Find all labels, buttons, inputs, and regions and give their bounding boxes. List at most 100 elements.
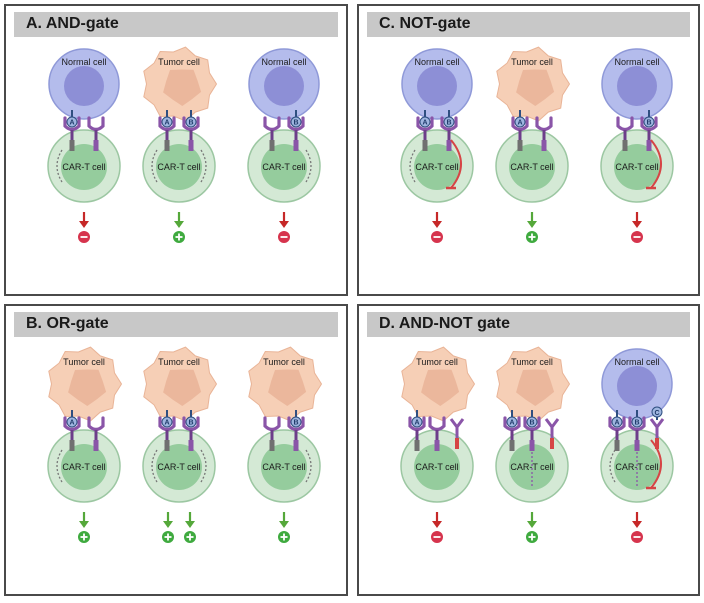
t-cell-label: CAR-T cell xyxy=(262,162,305,172)
t-cell-label: CAR-T cell xyxy=(415,162,458,172)
antigen-a xyxy=(66,416,78,428)
signaling-domain xyxy=(434,440,440,451)
antigen-letter: A xyxy=(614,420,619,427)
signaling-domain xyxy=(614,440,620,451)
tumor-nucleus xyxy=(516,69,555,106)
tumor-nucleus xyxy=(421,369,460,406)
signaling-domain xyxy=(422,140,428,151)
arrow-head xyxy=(432,521,442,528)
signaling-domain xyxy=(414,440,420,451)
car-receptor xyxy=(263,416,281,432)
antigen-b xyxy=(631,416,643,428)
car-receptor xyxy=(511,116,529,132)
arrow-head xyxy=(279,221,289,228)
car-receptor xyxy=(63,116,81,132)
car-receptor xyxy=(287,116,305,132)
panel-header: C. NOT-gate xyxy=(367,12,690,37)
t-cell-nucleus xyxy=(261,444,307,490)
antigen-a xyxy=(411,416,423,428)
inhibitory-domain xyxy=(655,438,659,449)
tumor-nucleus xyxy=(163,69,202,106)
car-receptor xyxy=(535,116,553,132)
panel-title: A. AND-gate xyxy=(26,15,119,32)
car-receptor xyxy=(263,116,281,132)
antigen-letter: A xyxy=(422,120,427,127)
tumor-nucleus xyxy=(163,369,202,406)
t-cell-label: CAR-T cell xyxy=(415,462,458,472)
antigen-letter: C xyxy=(654,410,659,417)
tumor-nucleus xyxy=(516,369,555,406)
inhibition-line xyxy=(650,139,662,189)
normal-nucleus xyxy=(64,66,104,106)
signaling-domain xyxy=(622,140,628,151)
antigen-a xyxy=(66,116,78,128)
target-cell-label: Tumor cell xyxy=(416,357,458,367)
arrow-head xyxy=(632,221,642,228)
car-receptor xyxy=(87,116,105,132)
panel-header: B. OR-gate xyxy=(14,312,338,337)
arrow-head xyxy=(79,521,89,528)
t-cell-nucleus xyxy=(61,444,107,490)
panel-title: D. AND-NOT gate xyxy=(379,315,510,332)
antigen-b xyxy=(290,116,302,128)
signaling-domain xyxy=(293,140,299,151)
signaling-domain xyxy=(293,440,299,451)
antigen-a xyxy=(161,116,173,128)
antigen-letter: B xyxy=(188,420,193,427)
antigen-letter: A xyxy=(164,120,169,127)
tumor-nucleus xyxy=(268,369,307,406)
signal-arrow-left xyxy=(609,449,616,483)
signal-arrow-left xyxy=(151,449,158,483)
inhibitory-receptor-y xyxy=(449,418,465,430)
signaling-domain xyxy=(269,140,275,151)
antigen-a xyxy=(506,416,518,428)
target-cell-label: Tumor cell xyxy=(263,357,305,367)
antigen-letter: A xyxy=(517,120,522,127)
panel-header: A. AND-gate xyxy=(14,12,338,37)
signal-arrow-right xyxy=(200,449,207,483)
car-receptor xyxy=(416,116,434,132)
antigen-letter: A xyxy=(414,420,419,427)
inhibitory-receptor-y xyxy=(649,418,665,430)
arrow-head xyxy=(174,221,184,228)
t-cell-label: CAR-T cell xyxy=(615,162,658,172)
antigen-letter: B xyxy=(446,120,451,127)
inhibition-line xyxy=(450,139,462,189)
target-cell-label: Tumor cell xyxy=(511,357,553,367)
antigen-c xyxy=(651,406,663,418)
signaling-domain xyxy=(509,440,515,451)
car-receptor xyxy=(158,116,176,132)
signal-arrow-left xyxy=(151,149,158,183)
panel-title: C. NOT-gate xyxy=(379,15,471,32)
car-receptor xyxy=(640,116,658,132)
t-cell-label: CAR-T cell xyxy=(62,162,105,172)
signaling-domain xyxy=(69,140,75,151)
signaling-domain xyxy=(446,140,452,151)
t-cell-label: CAR-T cell xyxy=(157,162,200,172)
antigen-a xyxy=(514,116,526,128)
panel-title: B. OR-gate xyxy=(26,315,109,332)
arrow-head xyxy=(279,521,289,528)
antigen-b xyxy=(526,416,538,428)
car-receptor xyxy=(408,416,426,432)
signaling-domain xyxy=(69,440,75,451)
inhibition-line xyxy=(650,439,662,489)
car-receptor xyxy=(287,416,305,432)
antigen-letter: A xyxy=(69,420,74,427)
t-cell-nucleus xyxy=(509,144,555,190)
antigen-letter: B xyxy=(293,120,298,127)
antigen-letter: B xyxy=(293,420,298,427)
t-cell-nucleus xyxy=(614,444,660,490)
antigen-b xyxy=(185,416,197,428)
car-receptor xyxy=(63,416,81,432)
car-receptor xyxy=(87,416,105,432)
signaling-domain xyxy=(164,140,170,151)
normal-nucleus xyxy=(617,66,657,106)
tumor-nucleus xyxy=(68,369,107,406)
antigen-letter: B xyxy=(529,420,534,427)
t-cell-nucleus xyxy=(509,444,555,490)
normal-nucleus xyxy=(617,366,657,406)
target-cell-label: Tumor cell xyxy=(158,57,200,67)
antigen-a xyxy=(161,416,173,428)
antigen-letter: B xyxy=(188,120,193,127)
